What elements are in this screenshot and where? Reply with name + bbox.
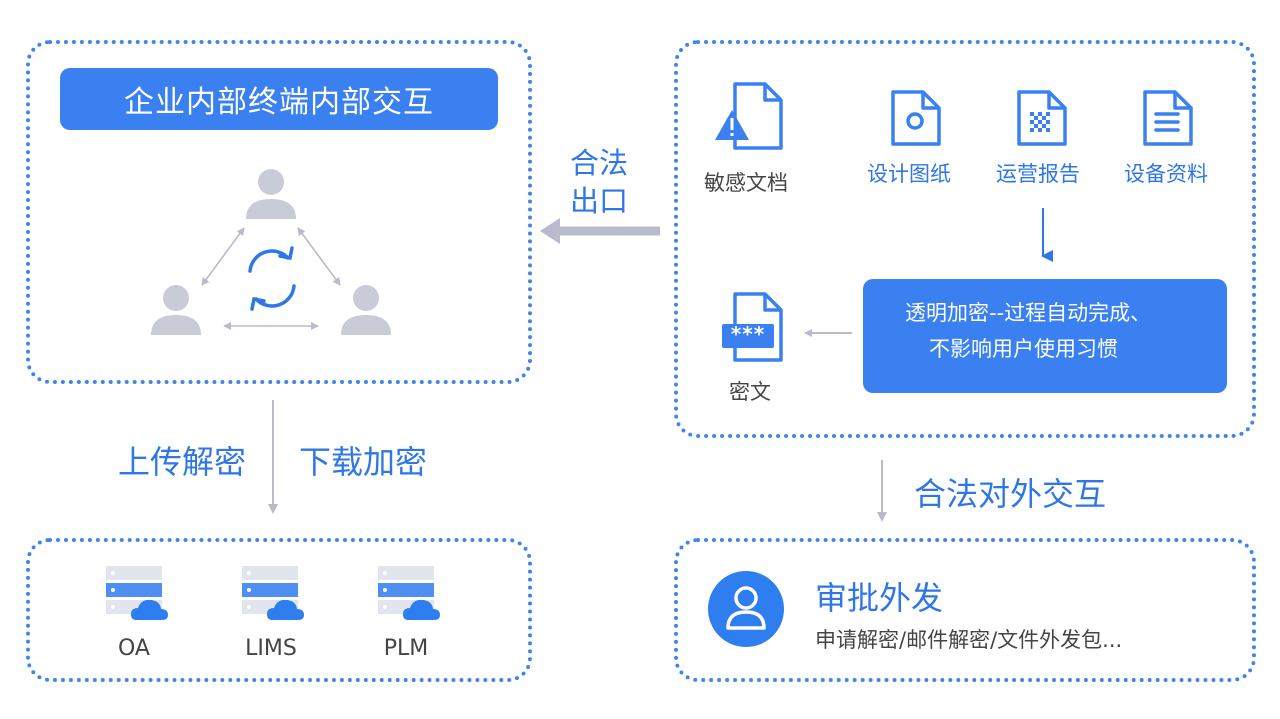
user-icon-top <box>246 169 296 219</box>
equipment-data-icon <box>1143 90 1193 146</box>
legal-exit-label-line2: 出口 <box>570 184 629 218</box>
sync-icon <box>248 246 296 311</box>
download-encrypt-label: 下载加密 <box>299 443 428 481</box>
operations-report-label: 运营报告 <box>996 162 1080 186</box>
approval-title: 审批外发 <box>815 579 944 617</box>
approval-subtitle: 申请解密/邮件解密/文件外发包... <box>815 628 1123 652</box>
internal-interaction-panel <box>26 40 532 384</box>
system-label-oa: OA <box>118 636 150 661</box>
approval-avatar-icon <box>708 571 784 647</box>
transparent-encryption-box: 透明加密--过程自动完成、 不影响用户使用习惯 <box>863 279 1227 393</box>
server-icon-plm <box>378 566 440 620</box>
design-drawing-label: 设计图纸 <box>867 162 951 186</box>
server-icon-oa <box>106 566 168 620</box>
user-icon-right <box>341 285 391 335</box>
approval-panel <box>674 538 1256 682</box>
operations-report-icon <box>1017 90 1067 146</box>
link-top-left <box>201 227 245 286</box>
document-encryption-panel <box>674 40 1256 438</box>
upload-decrypt-label: 上传解密 <box>118 443 247 481</box>
cipher-label: 密文 <box>729 380 771 404</box>
server-icon-lims <box>242 566 304 620</box>
legal-exit-label-line1: 合法 <box>570 146 629 180</box>
system-label-lims: LIMS <box>245 636 297 661</box>
business-systems-panel <box>26 538 532 682</box>
sensitive-document-icon <box>715 82 783 150</box>
equipment-data-label: 设备资料 <box>1124 162 1208 186</box>
user-icon-left <box>151 285 201 335</box>
sensitive-document-label: 敏感文档 <box>704 171 788 195</box>
cipher-document-icon <box>722 292 783 362</box>
design-drawing-icon <box>891 90 941 146</box>
legal-external-interaction-label: 合法对外交互 <box>914 475 1107 513</box>
system-label-plm: PLM <box>383 636 429 661</box>
cipher-stars: *** <box>730 322 766 346</box>
encryption-line-2: 不影响用户使用习惯 <box>929 337 1118 361</box>
link-top-right <box>297 227 341 286</box>
internal-interaction-title: 企业内部终端内部交互 <box>60 68 498 130</box>
legal-exit-arrowhead <box>540 218 560 244</box>
encryption-line-1: 透明加密--过程自动完成、 <box>905 301 1152 325</box>
